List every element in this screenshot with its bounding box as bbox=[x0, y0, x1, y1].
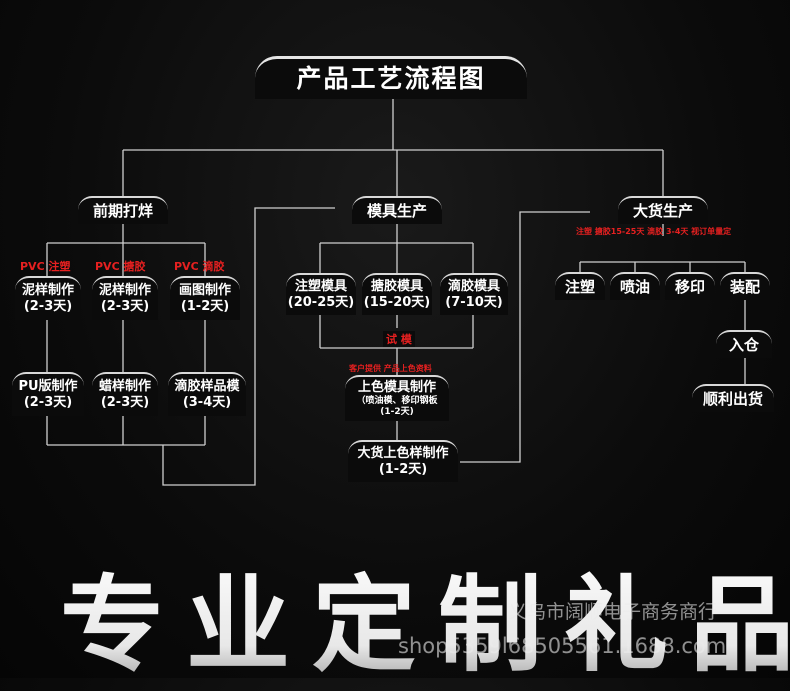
prep-node-duration: (2-3天) bbox=[100, 395, 150, 410]
prep-node-duration: (1-2天) bbox=[180, 299, 230, 314]
prep-node-clay-2: 泥样制作 (2-3天) bbox=[92, 276, 158, 320]
color-mold-detail: （喷油模、移印钢板 bbox=[356, 395, 438, 406]
mold-node-epoxy: 滴胶模具 (7-10天) bbox=[440, 273, 508, 315]
mold-node-injection: 注塑模具 (20-25天) bbox=[286, 273, 356, 315]
prep-node-epoxy-sample: 滴胶样品模 (3-4天) bbox=[168, 372, 246, 416]
mold-node-label: 注塑模具 bbox=[294, 278, 347, 294]
bulk-step-warehouse: 入仓 bbox=[716, 330, 772, 358]
bulk-note: 注塑 搪胶15-25天 滴胶 3-4天 视订单量定 bbox=[576, 227, 732, 236]
bulk-step-injection: 注塑 bbox=[555, 272, 605, 300]
stage-mold: 模具生产 bbox=[352, 196, 442, 224]
trial-mold-label: 试 模 bbox=[383, 331, 415, 347]
prep-node-clay-1: 泥样制作 (2-3天) bbox=[15, 276, 81, 320]
prep-node-label: 泥样制作 bbox=[21, 282, 74, 298]
prep-node-wax: 蜡样制作 (2-3天) bbox=[92, 372, 158, 416]
color-mold-label: 上色模具制作 bbox=[357, 379, 436, 395]
bulk-step-ship: 顺利出货 bbox=[692, 384, 774, 412]
prep-node-label: PU版制作 bbox=[18, 378, 78, 394]
prep-node-pu: PU版制作 (2-3天) bbox=[12, 372, 84, 416]
prep-header-injection: PVC 注塑 bbox=[20, 260, 71, 273]
chart-title: 产品工艺流程图 bbox=[255, 56, 527, 99]
mold-node-duration: (20-25天) bbox=[287, 295, 355, 310]
bulk-step-spray: 喷油 bbox=[610, 272, 660, 300]
prep-node-drawing: 画图制作 (1-2天) bbox=[170, 276, 240, 320]
slogan: 专业定制礼品 bbox=[60, 540, 790, 691]
prep-node-duration: (2-3天) bbox=[23, 299, 73, 314]
prep-header-epoxy: PVC 滴胶 bbox=[174, 260, 225, 273]
bulk-step-pad-print: 移印 bbox=[665, 272, 715, 300]
prep-node-label: 画图制作 bbox=[178, 282, 231, 298]
mold-node-duration: (15-20天) bbox=[363, 295, 431, 310]
mold-node-color-mold: 上色模具制作 （喷油模、移印钢板 (1-2天) bbox=[345, 375, 449, 421]
customer-note: 客户提供 产品上色资料 bbox=[349, 364, 432, 373]
prep-header-rotocast: PVC 搪胶 bbox=[95, 260, 146, 273]
prep-node-label: 蜡样制作 bbox=[98, 378, 151, 394]
bulk-sample-label: 大货上色样制作 bbox=[357, 445, 449, 461]
prep-node-duration: (2-3天) bbox=[23, 395, 73, 410]
mold-node-label: 滴胶模具 bbox=[447, 278, 500, 294]
color-mold-duration: (1-2天) bbox=[380, 407, 414, 418]
mold-node-duration: (7-10天) bbox=[445, 295, 503, 310]
mold-node-bulk-sample: 大货上色样制作 (1-2天) bbox=[348, 440, 458, 482]
prep-node-label: 泥样制作 bbox=[98, 282, 151, 298]
mold-node-rotocast: 搪胶模具 (15-20天) bbox=[362, 273, 432, 315]
prep-node-duration: (2-3天) bbox=[100, 299, 150, 314]
watermark-company: 义乌市阔顺电子商务商行 bbox=[508, 601, 718, 623]
bulk-sample-duration: (1-2天) bbox=[378, 462, 428, 477]
watermark-shop: shop5359l68505561.1688.com bbox=[398, 634, 727, 658]
prep-node-label: 滴胶样品模 bbox=[174, 378, 240, 394]
prep-node-duration: (3-4天) bbox=[182, 395, 232, 410]
stage-bulk: 大货生产 bbox=[618, 196, 708, 224]
stage-prep: 前期打烊 bbox=[78, 196, 168, 224]
mold-node-label: 搪胶模具 bbox=[370, 278, 423, 294]
bulk-step-assembly: 装配 bbox=[720, 272, 770, 300]
